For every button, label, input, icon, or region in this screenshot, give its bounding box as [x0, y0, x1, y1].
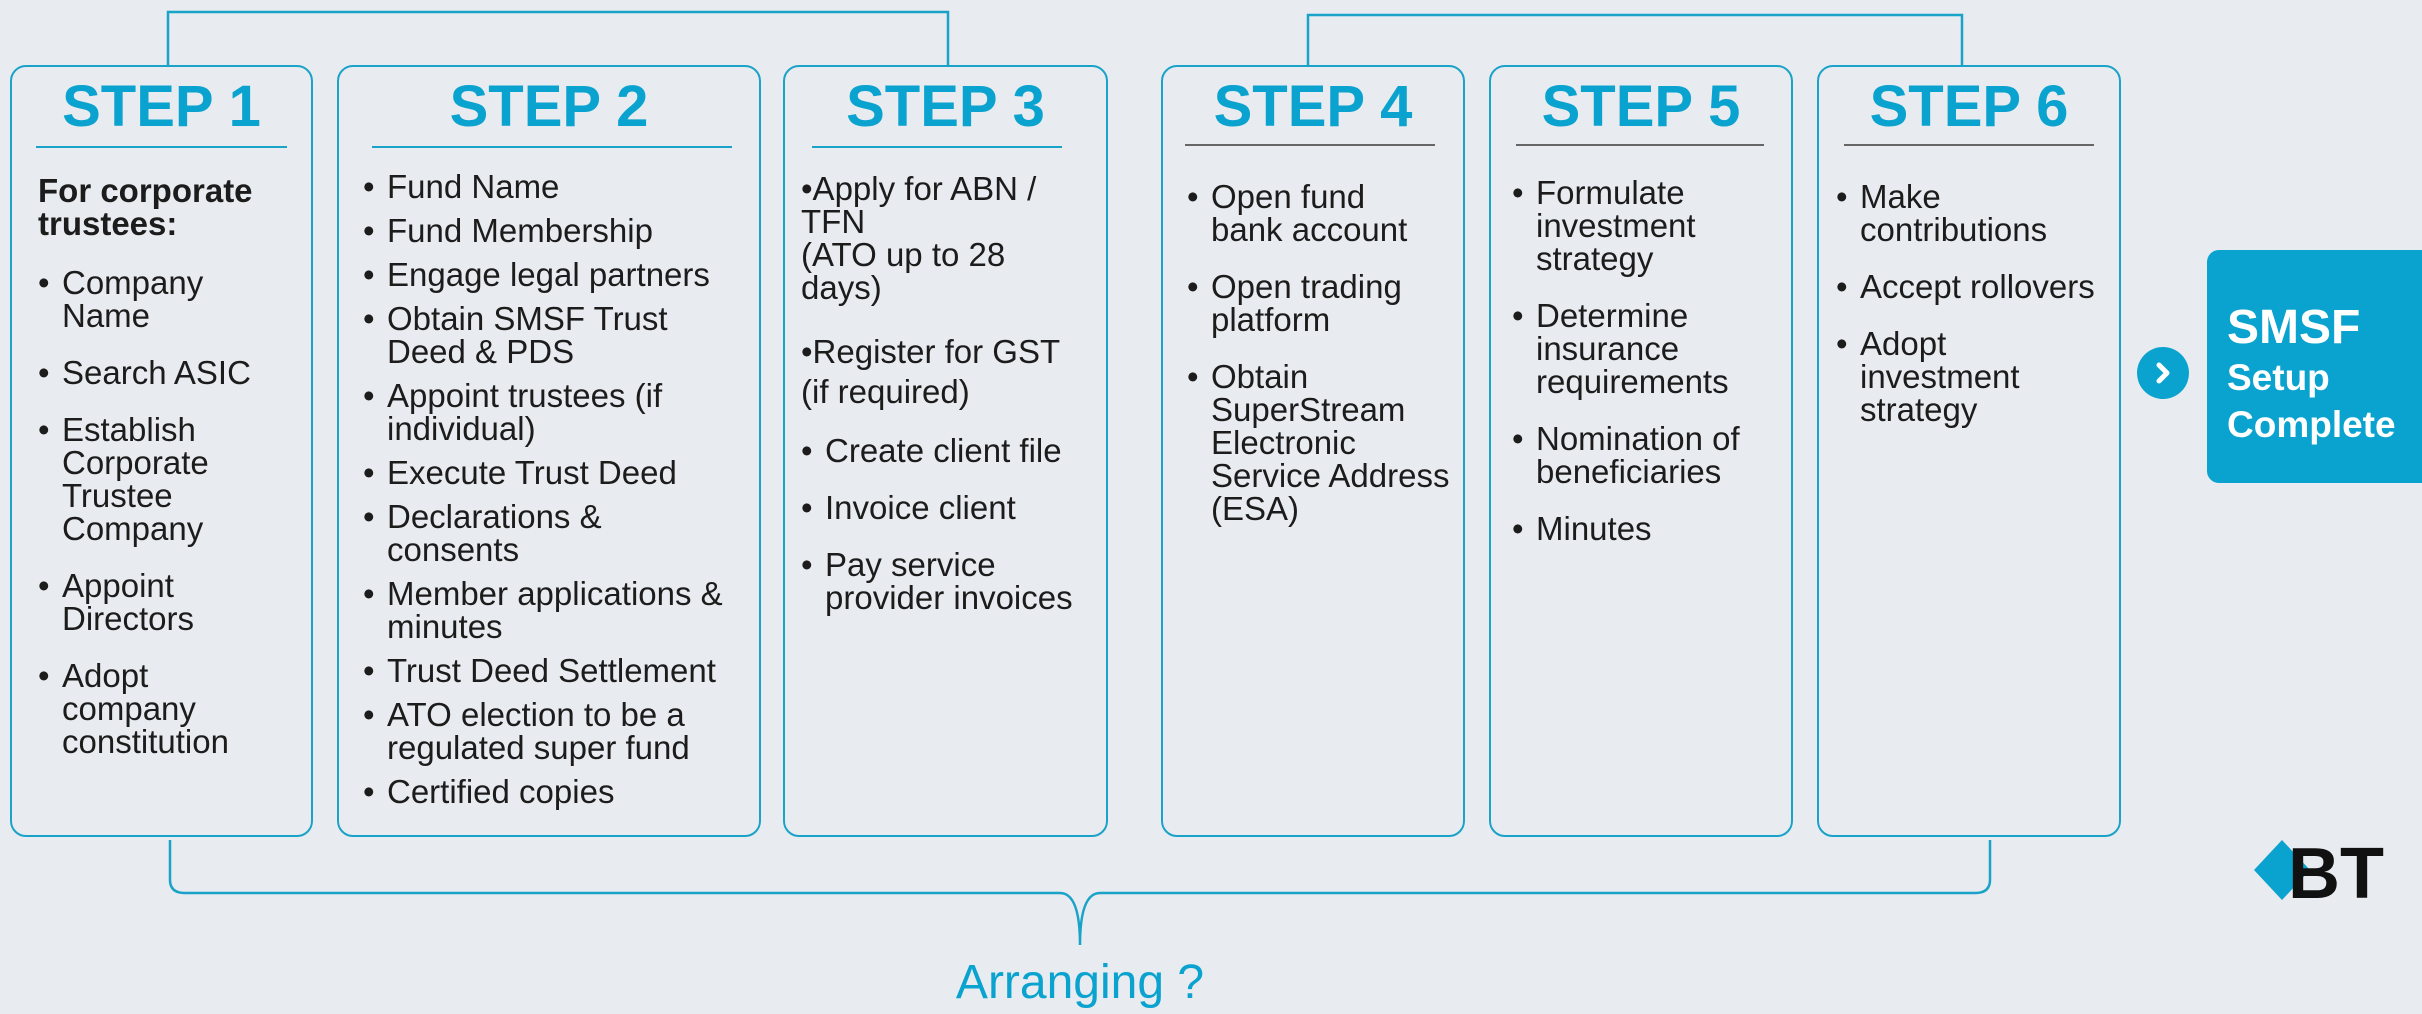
- step-6-item: Adopt investment strategy: [1836, 327, 2060, 426]
- step-2-item: Fund Name: [363, 170, 749, 203]
- step-3-item: Create client file: [801, 434, 1096, 467]
- step-6-item: Make contributions: [1836, 180, 2080, 246]
- step-5-title: STEP 5: [1541, 74, 1741, 139]
- step-2-item: Execute Trust Deed: [363, 456, 749, 489]
- step-2-item: Appoint trustees (if individual): [363, 379, 717, 445]
- step-4-list: Open fund bank account Open trading plat…: [1163, 180, 1463, 525]
- step-2-list: Fund Name Fund Membership Engage legal p…: [339, 170, 759, 808]
- step-1-item: Adopt company constitution: [38, 659, 252, 758]
- step-6-title: STEP 6: [1869, 74, 2069, 139]
- step-1-header: For corporate trustees:: [38, 171, 253, 242]
- step-2-item: Fund Membership: [363, 214, 749, 247]
- step-4-title: STEP 4: [1213, 74, 1413, 139]
- chevron-right-icon: [2137, 347, 2189, 399]
- setup-complete-box: SMSF Setup Complete: [2207, 250, 2422, 483]
- step-1-item: Search ASIC: [38, 356, 301, 389]
- step-4-card: STEP 4 Open fund bank account Open tradi…: [1161, 65, 1465, 837]
- step-1-card: STEP 1 For corporate trustees: Company N…: [10, 65, 313, 837]
- complete-line-1: SMSF: [2227, 301, 2361, 354]
- step-5-item: Formulate investment strategy: [1512, 176, 1736, 275]
- step-4-item: Obtain SuperStream Electronic Service Ad…: [1187, 360, 1467, 525]
- step-2-divider: [372, 145, 732, 148]
- step-3-divider: [812, 145, 1062, 148]
- step-4-divider: [1185, 143, 1435, 146]
- bt-logo: BT: [2254, 836, 2384, 906]
- step-3-item: Pay service provider invoices: [801, 548, 1095, 614]
- complete-line-2: Setup: [2227, 357, 2330, 398]
- step-2-title: STEP 2: [449, 74, 649, 139]
- step-3-item: •Apply for ABN / TFN (ATO up to 28 days): [801, 169, 1037, 306]
- bt-diamond-icon: [2254, 840, 2310, 900]
- bottom-brace: [168, 840, 1992, 946]
- step-5-list: Formulate investment strategy Determine …: [1491, 176, 1791, 545]
- step-5-item: Minutes: [1512, 512, 1781, 545]
- step-5-item: Determine insurance requirements: [1512, 299, 1756, 398]
- step-2-item: Trust Deed Settlement: [363, 654, 749, 687]
- step-5-item: Nomination of beneficiaries: [1512, 422, 1776, 488]
- step-2-item: Certified copies: [363, 775, 749, 808]
- step-2-item: Obtain SMSF Trust Deed & PDS: [363, 302, 717, 368]
- step-5-card: STEP 5 Formulate investment strategy Det…: [1489, 65, 1793, 837]
- step-1-title: STEP 1: [62, 74, 261, 139]
- step-3-item: Invoice client: [801, 491, 1096, 524]
- arranging-label: Arranging ?: [955, 956, 1205, 1009]
- step-3-card: STEP 3 •Apply for ABN / TFN (ATO up to 2…: [783, 65, 1108, 837]
- complete-line-3: Complete: [2227, 404, 2396, 445]
- step-4-item: Open trading platform: [1187, 270, 1431, 336]
- step-1-divider: [36, 145, 287, 148]
- step-2-item: Member applications & minutes: [363, 577, 767, 643]
- step-1-item: Establish Corporate Trustee Company: [38, 413, 242, 545]
- step-5-divider: [1516, 143, 1764, 146]
- step-2-card: STEP 2 Fund Name Fund Membership Engage …: [337, 65, 761, 837]
- step-3-title: STEP 3: [846, 74, 1045, 139]
- step-6-list: Make contributions Accept rollovers Adop…: [1819, 180, 2119, 426]
- step-4-item: Open fund bank account: [1187, 180, 1431, 246]
- step-2-item: ATO election to be a regulated super fun…: [363, 698, 737, 764]
- step-6-card: STEP 6 Make contributions Accept rollove…: [1817, 65, 2121, 837]
- step-2-item: Declarations & consents: [363, 500, 687, 566]
- bt-logo-text: BT: [2288, 836, 2384, 906]
- step-6-divider: [1844, 143, 2094, 146]
- step-3-item: •Register for GST (if required): [801, 332, 1061, 410]
- top-bracket-steps-4-6: [1306, 13, 1964, 65]
- step-1-item: Appoint Directors: [38, 569, 242, 635]
- step-6-item: Accept rollovers: [1836, 270, 2109, 303]
- step-2-item: Engage legal partners: [363, 258, 749, 291]
- step-1-item: Company Name: [38, 266, 242, 332]
- step-1-list: For corporate trustees: Company Name Sea…: [12, 174, 311, 758]
- step-3-list: •Apply for ABN / TFN (ATO up to 28 days)…: [785, 172, 1106, 614]
- top-bracket-steps-1-3: [166, 10, 950, 65]
